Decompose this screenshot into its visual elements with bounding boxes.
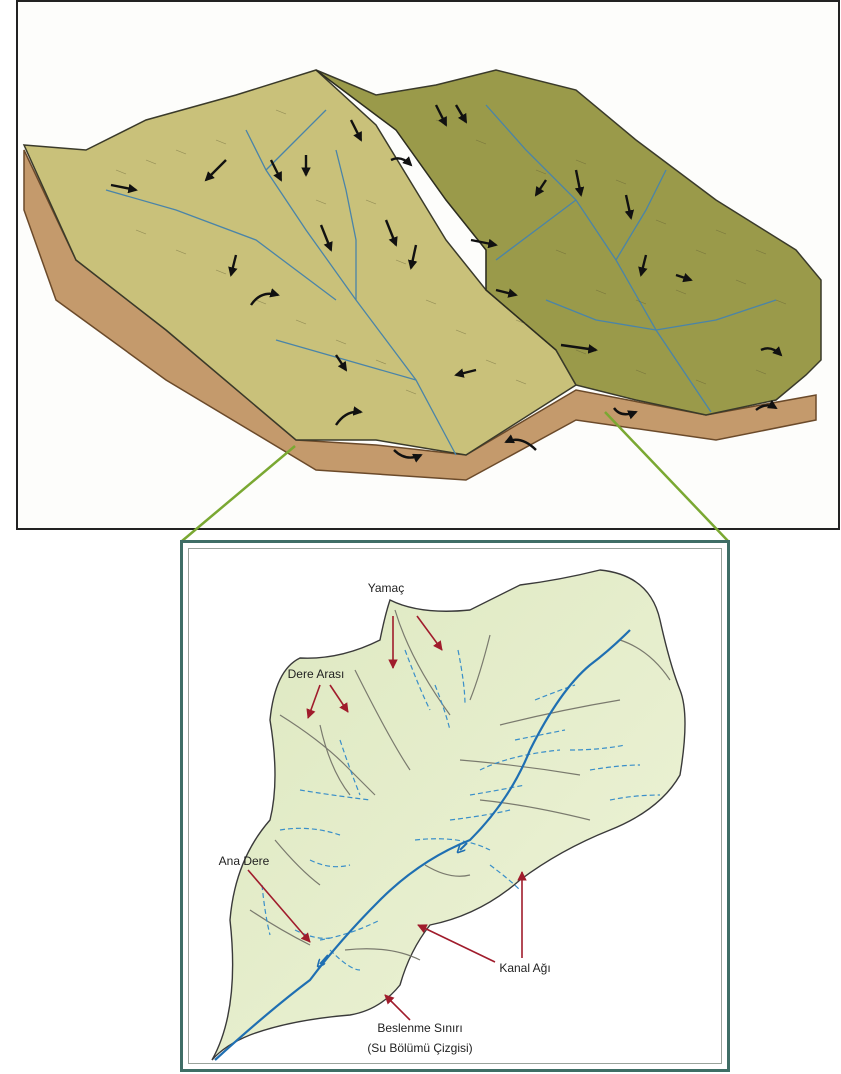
watershed-boundary	[212, 570, 685, 1060]
label-boundary-line2: (Su Bölümü Çizgisi)	[367, 1041, 472, 1055]
watershed-boundary	[213, 756, 220, 772]
label-main-stream: Ana Dere	[219, 854, 270, 868]
label-interfluve: Dere Arası	[288, 667, 345, 681]
label-slope: Yamaç	[368, 581, 404, 595]
label-channel-network: Kanal Ağı	[499, 961, 550, 975]
watershed-3d-illustration	[16, 0, 840, 530]
label-boundary-line1: Beslenme Sınırı	[377, 1021, 462, 1035]
watershed-schematic-map: Yamaç Dere Arası Ana Dere Kanal Ağı Besl…	[180, 540, 730, 1072]
